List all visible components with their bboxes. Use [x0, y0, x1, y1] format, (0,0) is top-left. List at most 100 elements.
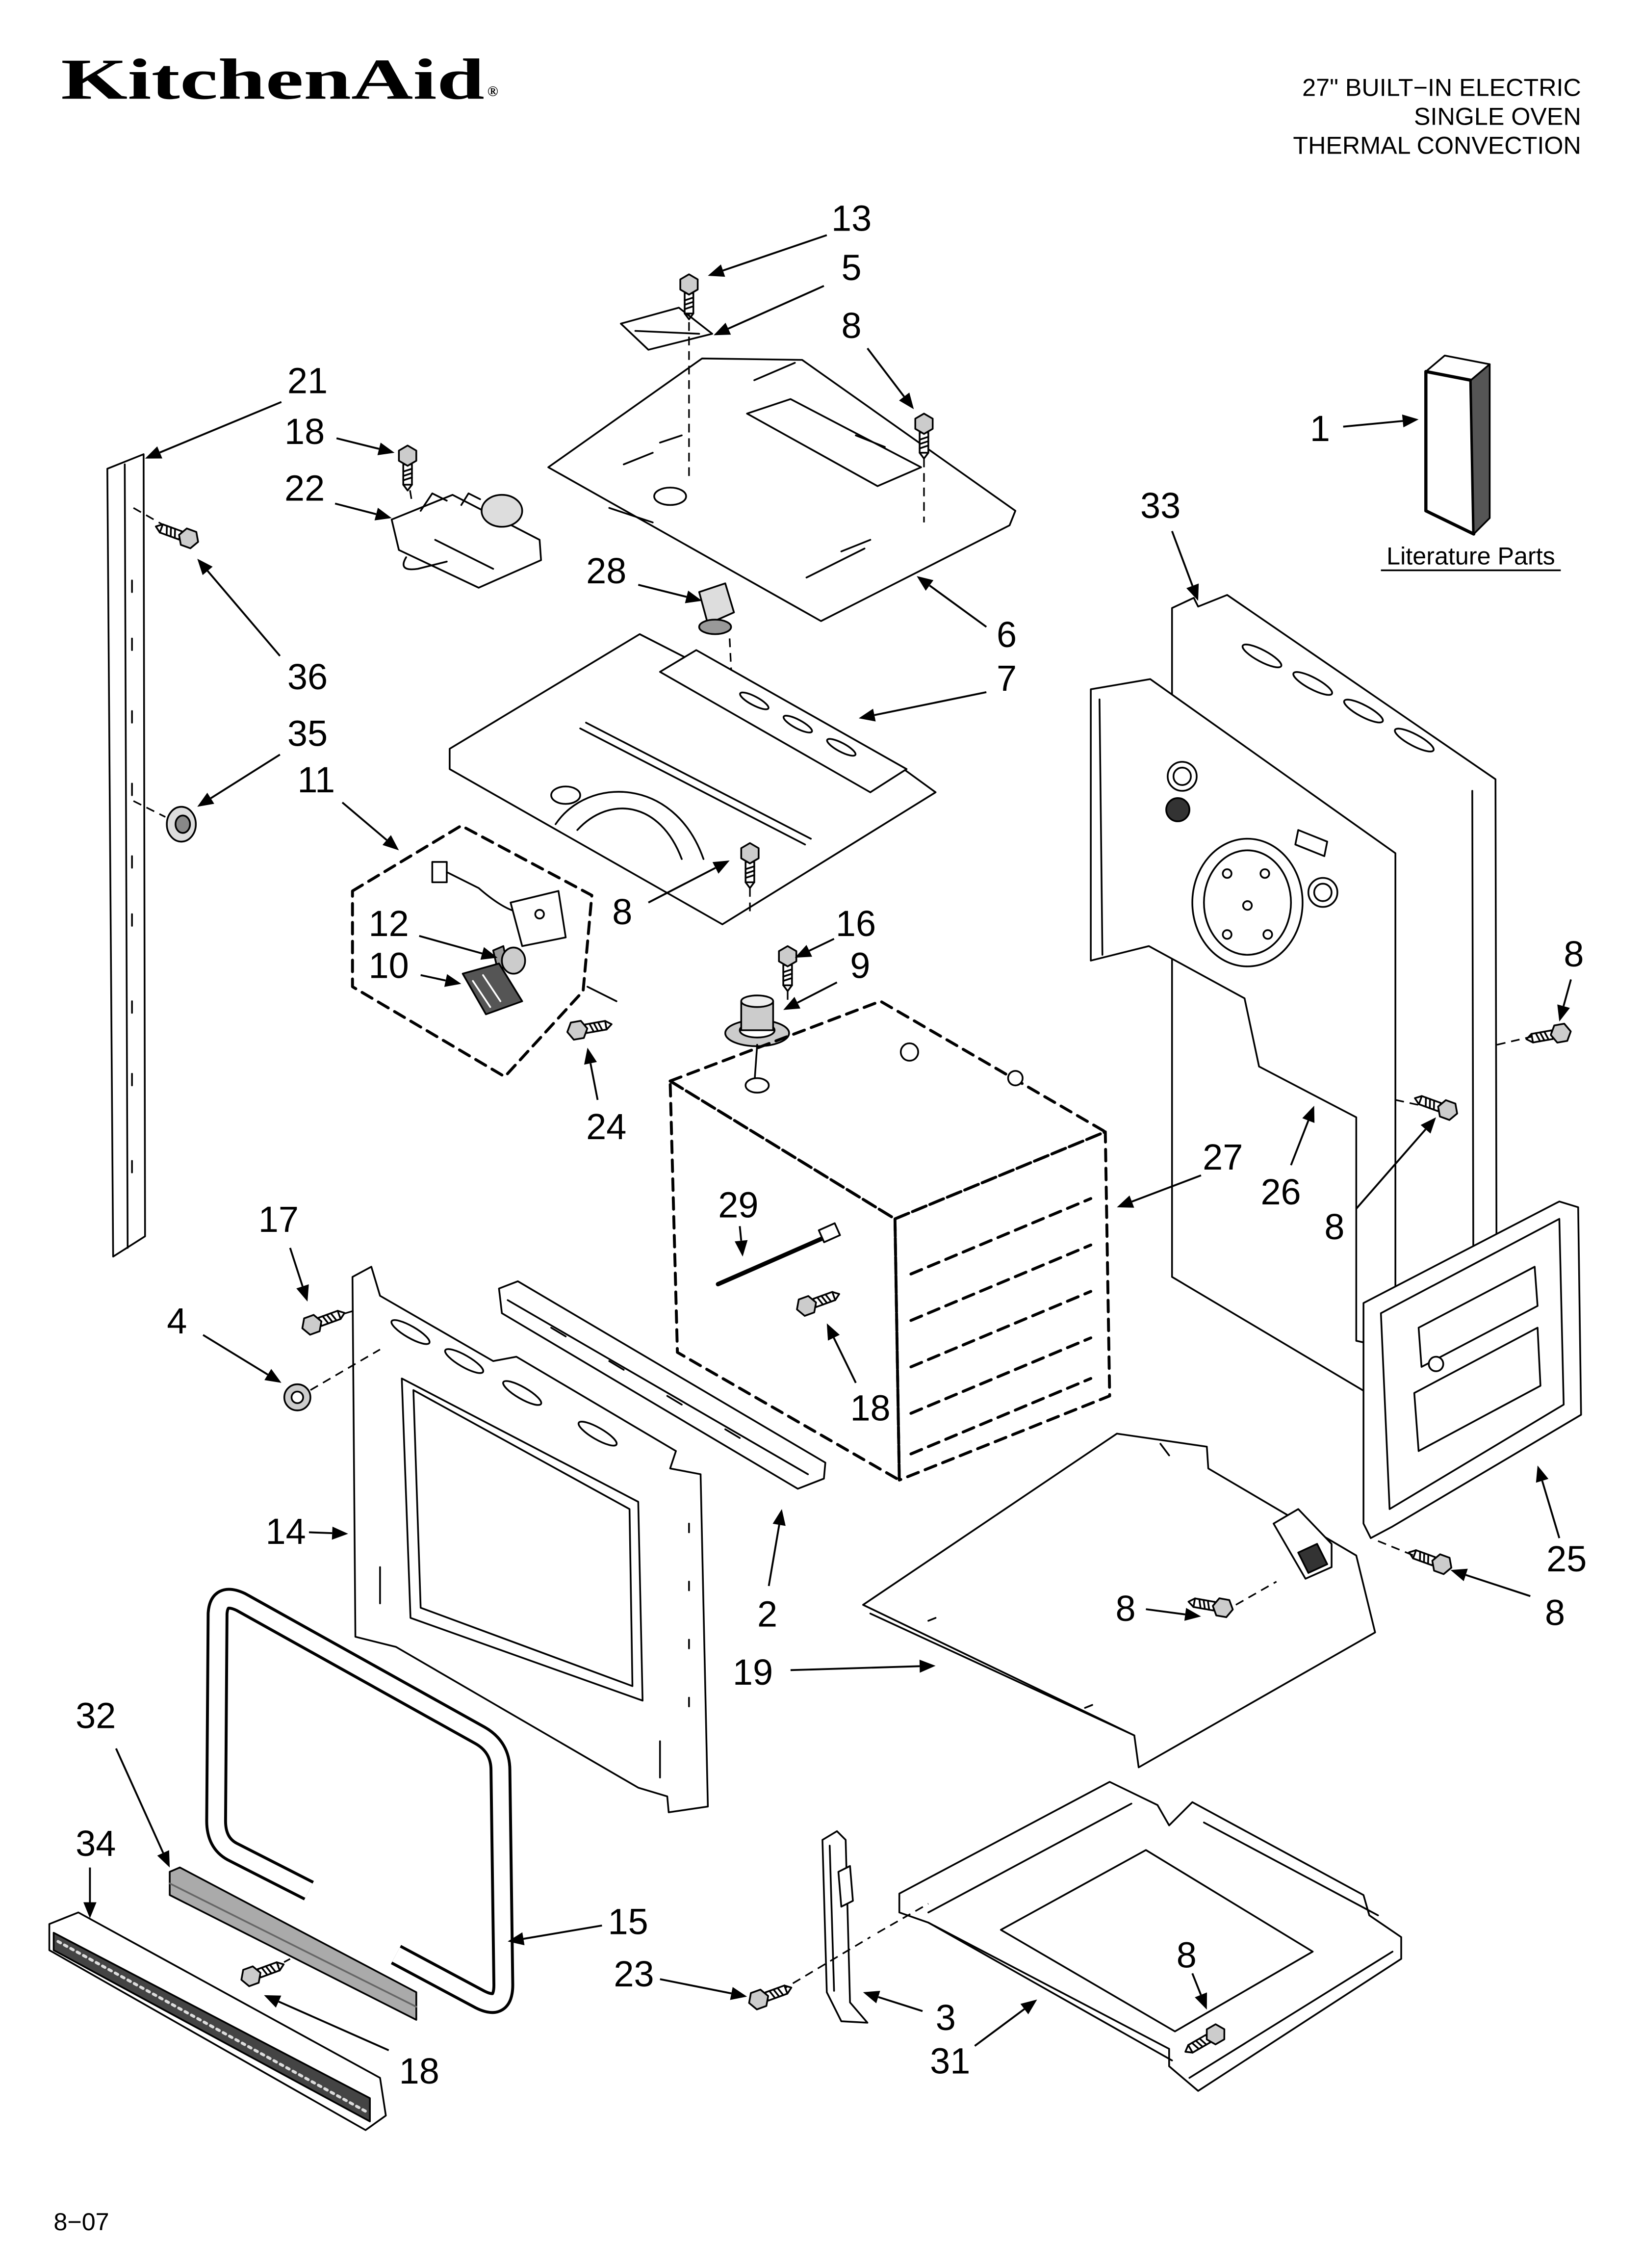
part-bottom-tray-shape — [1000, 1849, 1314, 2033]
callout-number: 10 — [369, 945, 409, 986]
callout-number: 27 — [1203, 1137, 1243, 1177]
part-vent-plate-shape — [634, 330, 700, 335]
arrowhead — [157, 1850, 170, 1868]
part-fan-panel-shape — [1294, 829, 1328, 857]
part-rear-panel-shape — [1394, 728, 1435, 753]
part-duct-panel-shape — [579, 722, 812, 846]
part-light-assembly — [351, 824, 617, 1078]
part-literature-book — [1424, 354, 1491, 536]
part-bottom-panel — [862, 1433, 1376, 1769]
leader-line — [974, 2008, 1025, 2047]
part-vent-grille — [48, 1911, 387, 2131]
screw — [796, 1291, 840, 1317]
leader-line — [797, 981, 838, 1004]
callout-number: 36 — [287, 656, 328, 697]
callout-number: 9 — [850, 945, 870, 986]
part-light-assembly-shape — [534, 909, 545, 920]
arrowhead — [735, 1240, 748, 1257]
leader-line — [1343, 420, 1403, 428]
part-vent-plate-shape — [620, 307, 713, 351]
callout-number: 3 — [936, 1997, 956, 2038]
screw-shape — [919, 436, 929, 460]
screw — [1408, 1549, 1453, 1575]
leader-line — [278, 2001, 389, 2051]
screw-shape — [748, 1988, 770, 2010]
part-fan-panel-shape — [1242, 900, 1253, 911]
arrowhead — [1302, 1105, 1315, 1123]
part-duct-panel — [449, 633, 937, 925]
part-bottom-panel-shape — [869, 1613, 1135, 1737]
part-mounting-bracket-shape — [828, 1845, 835, 1992]
part-duct-panel-shape — [449, 633, 937, 925]
part-vent-grille-shape — [56, 1940, 367, 2113]
callout-number: 4 — [167, 1301, 187, 1341]
part-fan-panel-shape — [1259, 868, 1270, 879]
leader-line — [874, 691, 987, 716]
arrowhead — [899, 392, 914, 410]
callout-number: 8 — [1545, 1592, 1565, 1633]
arrowhead — [197, 558, 213, 575]
callout-number: 8 — [842, 305, 862, 346]
arrowhead — [919, 1660, 936, 1673]
part-light-assembly-shape — [587, 986, 617, 1002]
leader-line — [1171, 530, 1194, 586]
callout-number: 17 — [258, 1199, 299, 1240]
callout-number: 13 — [831, 198, 872, 238]
part-duct-panel-shape — [826, 738, 857, 757]
screw — [1184, 2023, 1226, 2054]
screw-shape — [740, 842, 760, 864]
screw-shape — [796, 1295, 817, 1317]
leader-line — [336, 437, 380, 450]
part-mounting-bracket-shape — [821, 1830, 869, 2024]
screw-group — [155, 273, 1572, 2054]
callout-number: 1 — [1310, 408, 1330, 449]
part-side-trim-rail-shape — [124, 463, 129, 1249]
callout-number: 7 — [997, 658, 1017, 699]
part-side-panel-shape — [1413, 1327, 1541, 1452]
leader-line — [341, 802, 387, 841]
arrowhead — [1420, 1117, 1437, 1134]
leader-line — [790, 1665, 920, 1671]
revision-code: 8−07 — [53, 2208, 109, 2236]
screw — [398, 444, 417, 492]
arrowhead — [480, 947, 498, 960]
leader-line — [289, 1248, 304, 1287]
screw-shape — [1187, 1597, 1210, 1611]
part-thermal-fuse-shape — [740, 994, 774, 1008]
leader-line — [648, 867, 716, 904]
guide-line — [1378, 1540, 1425, 1561]
callout-number: 18 — [850, 1388, 890, 1429]
screw-shape — [744, 865, 755, 889]
part-duct-panel-shape — [782, 715, 813, 733]
arrowhead — [795, 945, 812, 958]
arrowhead — [1557, 1004, 1570, 1022]
leader-line — [1131, 1174, 1202, 1203]
callout-number: 19 — [733, 1652, 773, 1693]
leader-line — [929, 584, 987, 628]
part-rear-panel-shape — [1343, 699, 1384, 724]
part-grommet-shape — [175, 814, 191, 834]
arrowhead — [772, 1509, 786, 1526]
leader-line — [203, 1334, 268, 1376]
part-rear-panel-shape — [1241, 643, 1283, 669]
arrowhead — [264, 1995, 282, 2008]
arrowhead — [826, 1323, 840, 1341]
screw-shape — [260, 1961, 285, 1976]
part-fan-panel-shape — [1222, 929, 1232, 940]
leader-line — [419, 935, 483, 955]
part-thermostat — [698, 582, 735, 635]
part-door-bumper-shape — [290, 1390, 304, 1404]
part-bottom-tray — [898, 1781, 1402, 2092]
part-front-frame-shape — [412, 1389, 634, 1687]
callout-number: 33 — [1140, 485, 1180, 526]
part-literature-book-shape — [1424, 370, 1476, 536]
callout-number: 5 — [842, 247, 862, 288]
part-vent-plate — [620, 307, 713, 351]
part-oven-cavity-shape — [899, 1042, 919, 1062]
leader-line — [1465, 1574, 1531, 1597]
part-thermostat-shape — [698, 582, 735, 625]
arrowhead — [508, 1932, 525, 1946]
guide-line — [780, 1903, 929, 1992]
part-bottom-panel-shape — [862, 1433, 1376, 1769]
arrowhead — [1402, 414, 1419, 428]
